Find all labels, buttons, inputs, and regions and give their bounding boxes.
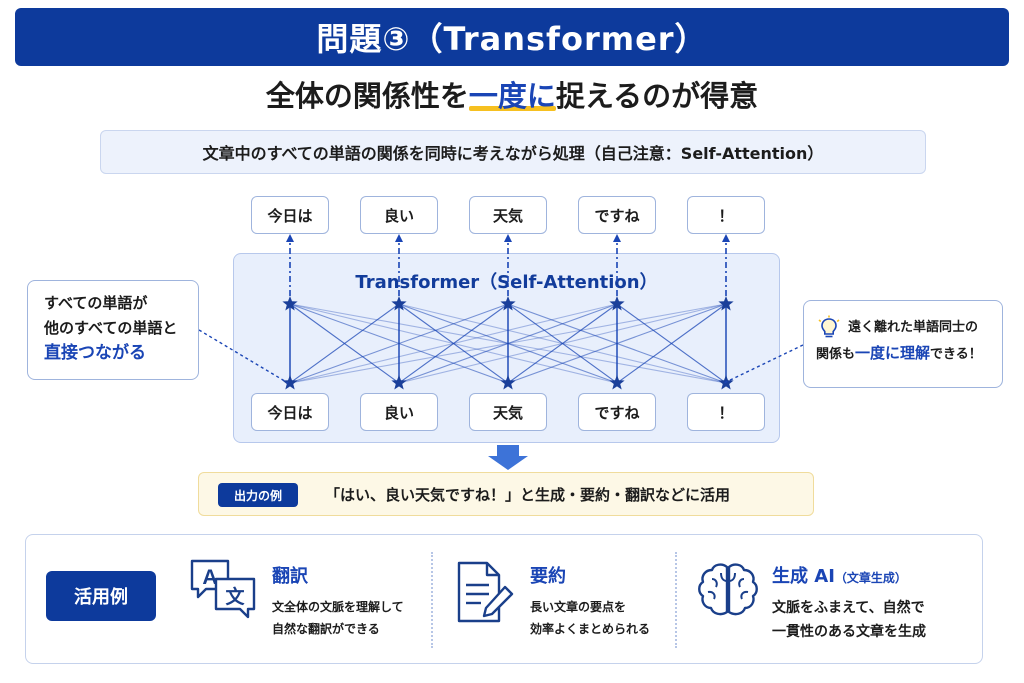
output-example-text: 「はい、良い天気ですね！」と生成・要約・翻訳などに活用 bbox=[325, 485, 731, 504]
svg-text:文: 文 bbox=[225, 585, 245, 608]
output-word-5: ！ bbox=[687, 196, 765, 234]
attention-node-star-icon bbox=[609, 296, 625, 311]
attention-line bbox=[616, 303, 727, 384]
attention-node-star-icon bbox=[282, 375, 298, 390]
attention-node-star-icon bbox=[609, 375, 625, 390]
right-callout-line1: 遠く離れた単語同士の bbox=[848, 320, 979, 335]
document-edit-icon bbox=[457, 561, 514, 623]
attention-node-star-icon bbox=[718, 296, 734, 311]
output-word-3: 天気 bbox=[469, 196, 547, 234]
subtitle-highlight: 一度に bbox=[468, 79, 556, 113]
example-desc-generative-ai: 文脈をふまえて、自然で 一貫性のある文章を生成 bbox=[772, 596, 926, 644]
attention-line bbox=[398, 303, 618, 384]
left-callout: すべての単語が 他のすべての単語と 直接つながる bbox=[27, 280, 199, 380]
attention-line bbox=[507, 303, 727, 384]
output-word-2: 良い bbox=[360, 196, 438, 234]
left-callout-line1: すべての単語が bbox=[44, 294, 148, 312]
attention-line bbox=[289, 303, 509, 384]
output-example-box bbox=[198, 472, 814, 516]
brain-icon bbox=[698, 563, 758, 616]
translate-icon: A 文 bbox=[190, 559, 256, 619]
example-desc-generative-ai-line2: 一貫性のある文章を生成 bbox=[772, 624, 926, 640]
output-word-1: 今日は bbox=[251, 196, 329, 234]
example-desc-translation: 文全体の文脈を理解して 自然な翻訳ができる bbox=[272, 596, 404, 640]
example-title-translation: 翻訳 bbox=[272, 566, 308, 587]
subtitle-pre: 全体の関係性を bbox=[265, 79, 469, 113]
right-callout-line2-post: できる！ bbox=[930, 347, 982, 362]
attention-node-star-icon bbox=[500, 375, 516, 390]
left-callout-line3: 直接つながる bbox=[44, 343, 146, 363]
examples-badge: 活用例 bbox=[46, 571, 156, 621]
input-word-1: 今日は bbox=[251, 393, 329, 431]
page-title-bar: 問題③（Transformer） bbox=[15, 8, 1009, 66]
output-word-4: ですね bbox=[578, 196, 656, 234]
example-title-generative-ai-small: （文章生成） bbox=[834, 571, 907, 585]
subtitle-post: 捉えるのが得意 bbox=[555, 79, 759, 113]
attention-line bbox=[398, 303, 509, 384]
input-word-4: ですね bbox=[578, 393, 656, 431]
svg-text:A: A bbox=[202, 566, 217, 589]
example-title-summary: 要約 bbox=[530, 566, 566, 587]
description-box: 文章中のすべての単語の関係を同時に考えながら処理（自己注意：Self-Atten… bbox=[100, 130, 926, 174]
left-callout-line2: 他のすべての単語と bbox=[44, 319, 178, 337]
example-title-generative-ai: 生成 AI（文章生成） bbox=[772, 562, 907, 588]
attention-line bbox=[507, 303, 618, 384]
attention-node-star-icon bbox=[391, 296, 407, 311]
example-desc-summary: 長い文章の要点を 効率よくまとめられる bbox=[530, 596, 650, 640]
right-callout: 遠く離れた単語同士の 関係も一度に理解できる！ bbox=[803, 300, 1003, 388]
transformer-label: Transformer（Self-Attention） bbox=[355, 272, 658, 293]
attention-node-star-icon bbox=[500, 296, 516, 311]
attention-line bbox=[289, 303, 400, 384]
input-word-5: ！ bbox=[687, 393, 765, 431]
left-callout-connector bbox=[198, 329, 289, 384]
right-callout-line2-highlight: 一度に理解 bbox=[855, 344, 931, 362]
output-example-badge: 出力の例 bbox=[218, 483, 298, 507]
right-callout-connector bbox=[723, 344, 804, 384]
example-desc-summary-line2: 効率よくまとめられる bbox=[530, 622, 651, 636]
example-divider bbox=[431, 552, 433, 648]
example-desc-translation-line2: 自然な翻訳ができる bbox=[272, 622, 380, 636]
attention-line bbox=[289, 303, 727, 384]
attention-node-star-icon bbox=[391, 375, 407, 390]
attention-lines bbox=[286, 234, 730, 384]
page-title: 問題③（Transformer） bbox=[316, 20, 708, 58]
description-text: 文章中のすべての単語の関係を同時に考えながら処理（自己注意：Self-Atten… bbox=[202, 144, 824, 163]
example-title-generative-ai-main: 生成 AI bbox=[772, 566, 835, 587]
down-arrow-icon bbox=[488, 445, 528, 470]
example-desc-generative-ai-line1: 文脈をふまえて、自然で bbox=[772, 600, 925, 616]
attention-line bbox=[398, 303, 727, 384]
lightbulb-icon bbox=[818, 315, 840, 338]
attention-node-star-icon bbox=[282, 296, 298, 311]
right-callout-line2-pre: 関係も bbox=[816, 347, 856, 362]
input-word-2: 良い bbox=[360, 393, 438, 431]
example-divider bbox=[675, 552, 677, 648]
input-word-3: 天気 bbox=[469, 393, 547, 431]
attention-line bbox=[289, 303, 618, 384]
subtitle: 全体の関係性を一度に捉えるのが得意 bbox=[0, 74, 1024, 118]
example-desc-translation-line1: 文全体の文脈を理解して bbox=[272, 600, 404, 614]
example-desc-summary-line1: 長い文章の要点を bbox=[530, 600, 627, 614]
